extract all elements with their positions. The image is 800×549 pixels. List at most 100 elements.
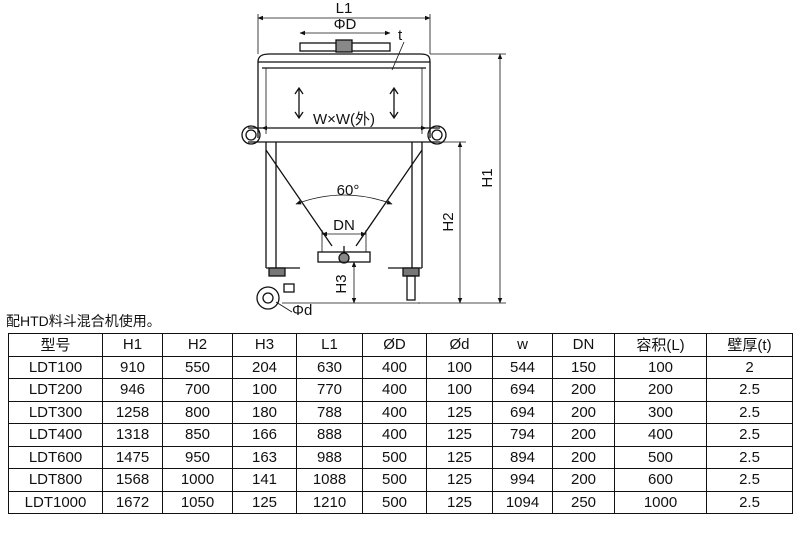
cell-h1: 1475 [102, 445, 163, 469]
h2-label: H2 [440, 212, 457, 231]
header-h1: H1 [102, 333, 163, 357]
cell-l1: 1210 [296, 490, 363, 514]
hopper-drawing: L1 ΦD t W×W(外) H1 60° H2 DN H3 Φd [241, 0, 506, 319]
left-caster-mount [268, 267, 286, 277]
header-model: 型号 [8, 333, 103, 357]
cell-h1: 1672 [102, 490, 163, 514]
cell-h1: 946 [102, 378, 163, 402]
cell-h3: 163 [232, 445, 297, 469]
caption: 配HTD料斗混合机使用。 [6, 313, 161, 329]
cell-model: LDT800 [8, 468, 103, 492]
cell-h1: 1318 [102, 423, 163, 447]
cell-model: LDT600 [8, 445, 103, 469]
cell-volume: 400 [614, 423, 707, 447]
cell-h2: 800 [162, 400, 233, 424]
right-caster-mount [402, 267, 420, 277]
angle-arc [295, 194, 393, 205]
t-label: t [398, 27, 403, 44]
cell-volume: 600 [614, 468, 707, 492]
cell-h2: 850 [162, 423, 233, 447]
cell-wall-thickness: 2 [706, 355, 793, 379]
cell-volume: 500 [614, 445, 707, 469]
cell-w: 794 [492, 423, 553, 447]
cell-w: 894 [492, 445, 553, 469]
right-handle [427, 125, 447, 145]
cell-wall-thickness: 2.5 [706, 445, 793, 469]
phi-d-wheel-label: Φd [292, 302, 312, 319]
cell-wall-thickness: 2.5 [706, 490, 793, 514]
cell-h2: 950 [162, 445, 233, 469]
cell-dn: 150 [552, 355, 615, 379]
cell-dn: 200 [552, 423, 615, 447]
outlet-valve [338, 252, 350, 264]
cell-h1: 1568 [102, 468, 163, 492]
cell-volume: 1000 [614, 490, 707, 514]
spec-table: 型号 H1 H2 H3 L1 ØD Ød w DN 容积(L) 壁厚(t) LD… [8, 333, 793, 514]
cell-dn: 200 [552, 445, 615, 469]
cell-w: 994 [492, 468, 553, 492]
header-wall-thickness: 壁厚(t) [706, 333, 793, 357]
cone-right-edge [355, 149, 423, 247]
header-h3: H3 [232, 333, 297, 357]
cell-wall-thickness: 2.5 [706, 423, 793, 447]
angle-label: 60° [337, 182, 360, 199]
cell-dn: 250 [552, 490, 615, 514]
table-header-row: 型号 H1 H2 H3 L1 ØD Ød w DN 容积(L) 壁厚(t) [8, 333, 793, 357]
cell-wall-thickness: 2.5 [706, 378, 793, 402]
cell-l1: 630 [296, 355, 363, 379]
header-volume: 容积(L) [614, 333, 707, 357]
l1-label: L1 [336, 0, 353, 17]
header-phi-d-large: ØD [362, 333, 427, 357]
cell-h3: 180 [232, 400, 297, 424]
cell-model: LDT1000 [8, 490, 103, 514]
cell-phi-d-large: 500 [362, 468, 427, 492]
cell-phi-d-small: 125 [426, 423, 493, 447]
cell-w: 1094 [492, 490, 553, 514]
cell-h2: 700 [162, 378, 233, 402]
header-phi-d-small: Ød [426, 333, 493, 357]
cell-phi-d-large: 400 [362, 423, 427, 447]
header-dn: DN [552, 333, 615, 357]
left-wall-double-arrow [294, 86, 304, 120]
cell-w: 694 [492, 378, 553, 402]
left-handle [241, 125, 261, 145]
cell-phi-d-small: 125 [426, 400, 493, 424]
cell-dn: 200 [552, 468, 615, 492]
cell-h3: 166 [232, 423, 297, 447]
h3-label: H3 [333, 274, 350, 293]
cell-phi-d-small: 100 [426, 378, 493, 402]
cell-w: 544 [492, 355, 553, 379]
wxw-label: W×W(外) [313, 111, 375, 128]
dn-label: DN [333, 217, 355, 234]
cell-phi-d-large: 500 [362, 490, 427, 514]
cell-l1: 988 [296, 445, 363, 469]
left-caster-hub [262, 292, 274, 304]
cell-phi-d-large: 400 [362, 400, 427, 424]
cell-h2: 1050 [162, 490, 233, 514]
h1-label: H1 [479, 168, 496, 187]
cell-volume: 100 [614, 355, 707, 379]
phi-d-wheel-leader [275, 301, 293, 313]
cell-h3: 100 [232, 378, 297, 402]
cell-h3: 125 [232, 490, 297, 514]
cell-phi-d-small: 125 [426, 468, 493, 492]
cone-left-edge [265, 149, 333, 247]
cell-phi-d-small: 125 [426, 490, 493, 514]
left-handle-inner [245, 129, 257, 141]
cell-volume: 300 [614, 400, 707, 424]
cell-wall-thickness: 2.5 [706, 468, 793, 492]
cell-phi-d-large: 400 [362, 355, 427, 379]
cell-h2: 1000 [162, 468, 233, 492]
cell-l1: 1088 [296, 468, 363, 492]
cell-h3: 204 [232, 355, 297, 379]
cell-phi-d-small: 125 [426, 445, 493, 469]
cell-h2: 550 [162, 355, 233, 379]
cell-model: LDT300 [8, 400, 103, 424]
cell-model: LDT100 [8, 355, 103, 379]
cell-volume: 200 [614, 378, 707, 402]
cell-w: 694 [492, 400, 553, 424]
